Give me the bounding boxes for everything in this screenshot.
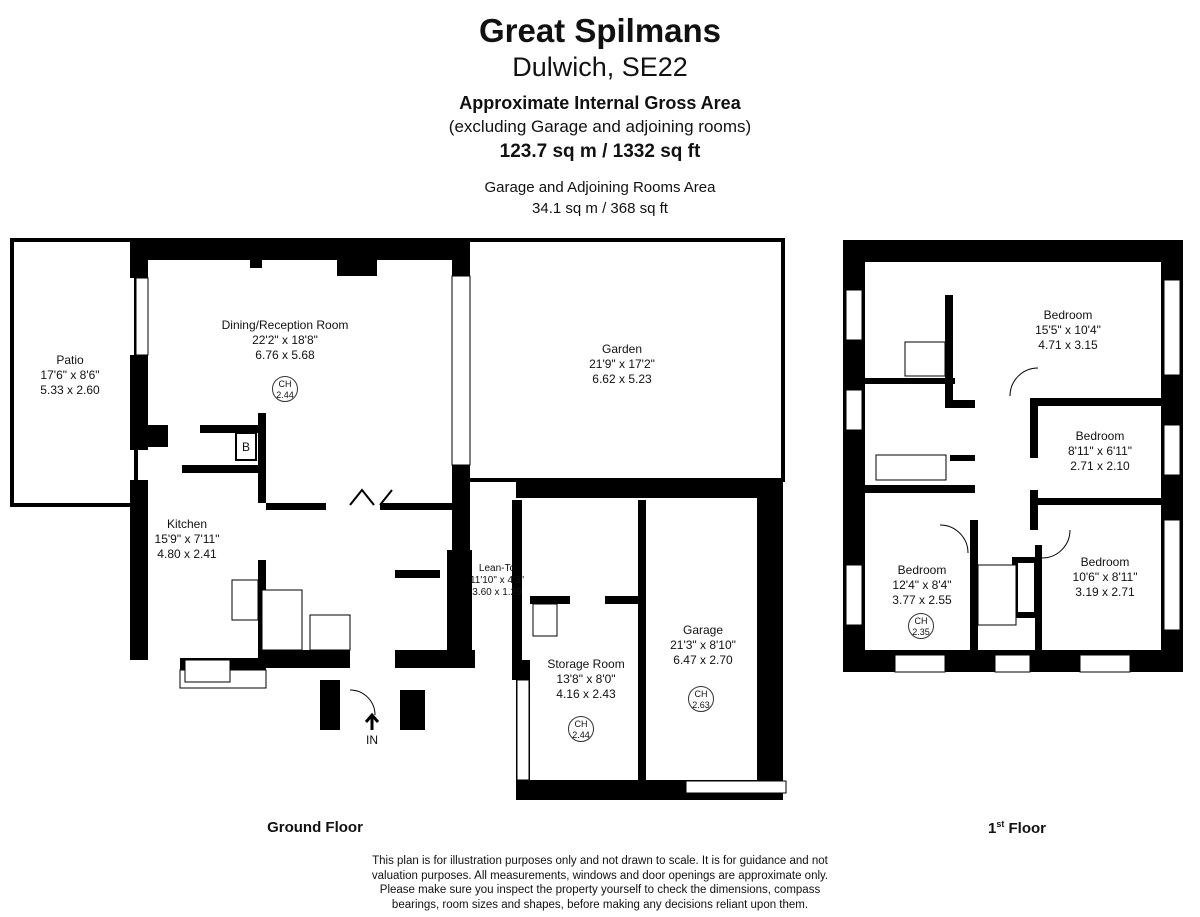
wall (250, 258, 262, 268)
hob (231, 579, 259, 621)
first-floor-label: 1st Floor (987, 819, 1047, 837)
first-floor-plan (843, 240, 1183, 673)
fireplace (337, 258, 377, 276)
wall (843, 240, 1183, 262)
stairs (977, 564, 1017, 626)
window (1163, 519, 1181, 631)
window (1079, 654, 1131, 673)
sink (184, 659, 231, 683)
wall (452, 238, 470, 276)
wall (130, 480, 148, 660)
garage-door (685, 780, 787, 794)
ground-floor-plan (10, 238, 787, 800)
wall (1030, 398, 1038, 458)
sink (532, 603, 558, 637)
wall (130, 355, 148, 450)
ground-floor-label: Ground Floor (267, 819, 363, 836)
wall (452, 465, 470, 550)
wall (945, 295, 953, 405)
window (845, 564, 863, 626)
wall (1035, 545, 1042, 650)
boiler-label: B (241, 440, 251, 454)
shower (904, 341, 946, 377)
window (894, 654, 946, 673)
wall (516, 480, 783, 498)
door-arc (1041, 529, 1071, 559)
entrance-label: IN (366, 733, 378, 747)
bath-shower (875, 454, 947, 481)
wall (865, 485, 975, 493)
window (994, 654, 1031, 673)
window (516, 679, 530, 781)
wall (1030, 490, 1038, 530)
cupboard (261, 589, 303, 651)
wall (970, 520, 978, 650)
wall (260, 650, 350, 668)
entrance-arrow-icon (364, 712, 380, 730)
wall (447, 550, 472, 660)
wall (320, 680, 340, 730)
wall (130, 238, 470, 260)
door-arc (1009, 367, 1039, 397)
garage-area-value: 34.1 sq m / 368 sq ft (532, 200, 668, 217)
property-title: Great Spilmans (478, 12, 722, 49)
double-door (349, 488, 393, 506)
wall (945, 400, 975, 408)
wall (258, 413, 266, 503)
disclaimer: This plan is for illustration purposes o… (371, 855, 829, 911)
wall (757, 480, 783, 800)
wall (380, 503, 455, 510)
wall (148, 425, 168, 447)
wall (605, 596, 640, 604)
wall (395, 570, 440, 578)
wall (130, 238, 148, 278)
window (845, 389, 863, 431)
stairs (309, 614, 351, 651)
wall (843, 240, 865, 672)
wall (950, 455, 975, 461)
window (451, 275, 471, 466)
window (1163, 424, 1181, 476)
area-value: 123.7 sq m / 1332 sq ft (499, 141, 701, 162)
wall (638, 585, 646, 780)
wall (865, 378, 955, 384)
area-heading: Approximate Internal Gross Area (459, 93, 741, 113)
wall (530, 596, 570, 604)
wall (182, 465, 262, 473)
garage-area-heading: Garage and Adjoining Rooms Area (484, 179, 716, 196)
wall (266, 503, 326, 510)
front-door (349, 689, 376, 716)
boiler-box (235, 432, 257, 461)
property-location: Dulwich, SE22 (512, 52, 688, 82)
wall (400, 690, 425, 730)
door-arc (939, 524, 969, 554)
area-note: (excluding Garage and adjoining rooms) (448, 117, 752, 136)
window (1163, 279, 1181, 376)
wall (638, 500, 646, 588)
cupboard (1012, 557, 1040, 618)
wall (1036, 498, 1161, 505)
wall (512, 500, 522, 680)
window (135, 277, 149, 356)
wall (1030, 398, 1161, 406)
wall (200, 425, 265, 433)
window (845, 289, 863, 341)
